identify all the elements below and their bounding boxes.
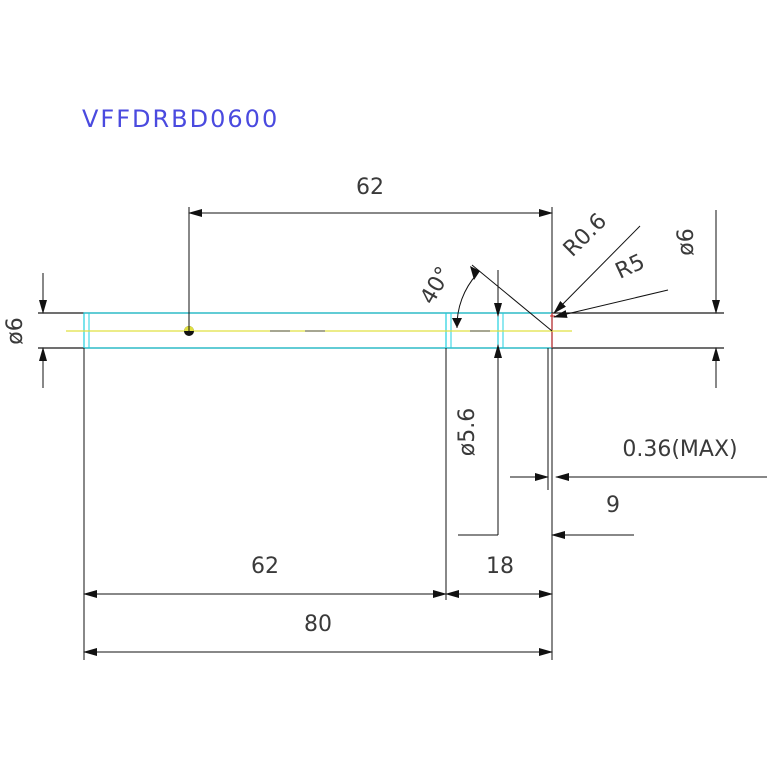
dimension-angle-label: 40° [416,263,457,309]
dimension-radius-r5: R5 [553,250,669,318]
dimension-bottom-62: 62 [83,554,447,598]
dimension-neck-diameter-label: ø5.6 [455,408,480,456]
dimension-max-036-label: 0.36(MAX) [622,437,737,462]
dimension-top-62: 62 [188,175,553,331]
dimension-overall-80-label: 80 [304,612,332,637]
dimension-left-diameter: ø6 [3,273,47,388]
dimension-neck-diameter: ø5.6 [455,270,502,470]
dimension-angle: 40° [416,263,553,332]
dimension-bottom-18: 18 [445,554,553,598]
dimension-bottom-18-label: 18 [486,554,514,579]
dimension-radius-r06-label: R0.6 [559,209,612,262]
dimension-nine: 9 [551,493,634,539]
dimension-max-036: 0.36(MAX) [510,348,767,490]
drawing-title: VFFDRBD0600 [82,105,279,133]
dimension-right-diameter: ø6 [674,210,720,388]
dimension-overall-80: 80 [83,612,553,656]
dimension-right-diameter-label: ø6 [674,228,699,255]
dimension-bottom-62-label: 62 [251,554,279,579]
dimension-nine-label: 9 [606,493,620,518]
dimension-radius-r5-label: R5 [612,250,649,285]
dimension-left-diameter-label: ø6 [3,317,28,344]
dimension-top-62-label: 62 [356,175,384,200]
